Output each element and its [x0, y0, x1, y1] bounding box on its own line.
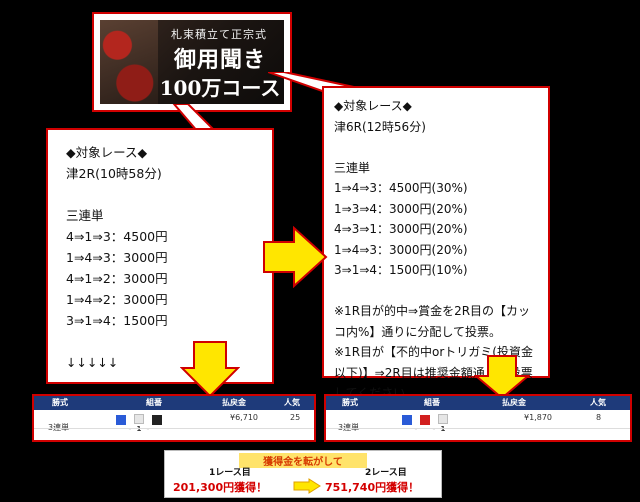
header-payout: 払戻金 — [222, 398, 246, 407]
right-line-11: コ内%】通りに分配して投票。 — [334, 324, 502, 339]
header-combo: 組番 — [424, 398, 440, 407]
left-line-6: 4⇒1⇒2：3000円 — [66, 271, 168, 286]
right-line-5: 1⇒3⇒4：3000円(20%) — [334, 201, 468, 216]
right-line-10: ※1R目が的中⇒賞金を2R目の【カッ — [334, 304, 531, 318]
right-line-12: ※1R目が【不的中orトリガミ(投資金 — [334, 345, 533, 359]
right-line-8: 3⇒1⇒4：1500円(10%) — [334, 263, 468, 277]
right-line-3: 三連単 — [334, 160, 371, 175]
right-line-2 — [334, 137, 548, 158]
bet-type-cell: 3連単 — [48, 423, 70, 432]
left-line-8: 3⇒1⇒4：1500円 — [66, 313, 168, 328]
result-table-right: 勝式 組番 払戻金 人気 3連単 4 - 3 - 1 ¥1,870 8 — [324, 394, 632, 442]
left-race-box: ◆対象レース◆ 津2R(10時58分) 三連単 4⇒1⇒3：4500円 1⇒4⇒… — [46, 128, 274, 384]
right-line-4: 1⇒4⇒3：4500円(30%) — [334, 181, 468, 195]
combo-num-2: 1 — [133, 414, 144, 433]
table-row: 3連単 4 - 1 - 2 ¥6,710 25 — [34, 410, 314, 440]
combo-num-1: 4 — [402, 415, 412, 433]
left-line-3: 三連単 — [66, 208, 104, 223]
result-table-left: 勝式 組番 払戻金 人気 3連単 4 - 1 - 2 ¥6,710 25 — [32, 394, 316, 442]
right-line-0: ◆対象レース◆ — [334, 99, 412, 113]
left-line-9 — [66, 331, 272, 352]
left-line-7: 1⇒4⇒2：3000円 — [66, 292, 168, 307]
payout-cell: ¥6,710 — [230, 413, 258, 422]
row-divider — [34, 428, 314, 429]
table-header: 勝式 組番 払戻金 人気 — [326, 396, 630, 410]
payout-cell: ¥1,870 — [524, 413, 552, 422]
summary-headline: 獲得金を転がして — [239, 453, 367, 468]
right-line-6: 4⇒3⇒1：3000円(20%) — [334, 222, 468, 236]
earnings-summary: 獲得金を転がして 1レース目 2レース目 201,300円獲得！ 751,740… — [164, 450, 442, 498]
header-bet-type: 勝式 — [52, 398, 68, 407]
down-arrow-left-icon — [180, 341, 240, 398]
header-combo: 組番 — [146, 398, 162, 407]
left-line-10: ↓↓↓↓↓ — [66, 355, 119, 370]
right-arrow-icon — [263, 226, 328, 288]
table-header: 勝式 組番 払戻金 人気 — [34, 396, 314, 410]
left-line-1: 津2R(10時58分) — [66, 166, 162, 181]
race2-label: 2レース目 — [365, 468, 407, 478]
header-popularity: 人気 — [284, 398, 300, 407]
popularity-cell: 25 — [290, 413, 301, 422]
right-line-7: 1⇒4⇒3：3000円(20%) — [334, 242, 468, 257]
combo-num-3: 2 — [151, 415, 162, 433]
race1-amount: 201,300円獲得！ — [173, 481, 268, 494]
banner-title-line2: 100万コース — [159, 76, 281, 100]
race1-label: 1レース目 — [209, 468, 251, 478]
left-line-0: ◆対象レース◆ — [66, 145, 148, 160]
right-line-1: 津6R(12時56分) — [334, 119, 426, 134]
race2-amount: 751,740円獲得！ — [325, 481, 420, 494]
left-line-4: 4⇒1⇒3：4500円 — [66, 229, 168, 244]
bet-type-cell: 3連単 — [338, 423, 360, 432]
samurai-armor-image — [100, 20, 158, 104]
banner: 札束積立て正宗式 御用聞き 100万コース — [92, 12, 292, 112]
header-bet-type: 勝式 — [342, 398, 358, 407]
header-popularity: 人気 — [590, 398, 606, 407]
table-row: 3連単 4 - 3 - 1 ¥1,870 8 — [326, 410, 630, 440]
banner-image: 札束積立て正宗式 御用聞き 100万コース — [100, 20, 284, 104]
combo-num-2: 3 — [419, 415, 430, 433]
left-line-2 — [66, 184, 272, 205]
right-race-box: ◆対象レース◆ 津6R(12時56分) 三連単 1⇒4⇒3：4500円(30%)… — [322, 86, 550, 400]
combo-num-3: 1 — [437, 414, 448, 433]
banner-title-line1: 御用聞き — [173, 47, 266, 73]
left-line-5: 1⇒4⇒3：3000円 — [66, 250, 168, 265]
popularity-cell: 8 — [596, 413, 602, 422]
row-divider — [326, 428, 630, 429]
combo-num-1: 4 — [116, 415, 126, 433]
header-payout: 払戻金 — [502, 398, 526, 407]
down-arrow-right-icon — [474, 355, 530, 400]
banner-subtitle: 札束積立て正宗式 — [171, 28, 267, 41]
right-line-9 — [334, 281, 548, 302]
summary-arrow-icon — [293, 478, 321, 494]
